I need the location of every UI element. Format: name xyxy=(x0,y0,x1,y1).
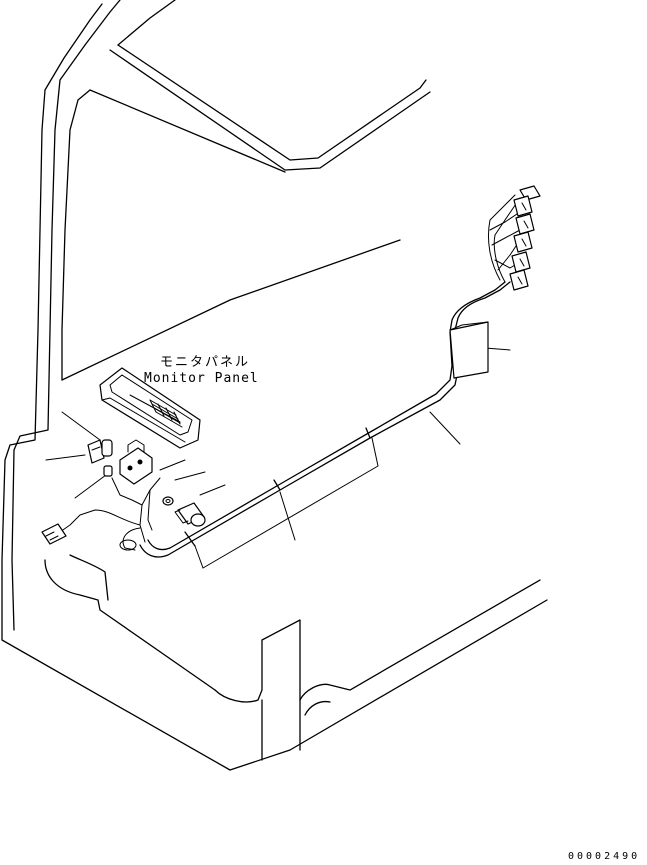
monitor-panel-label-jp: モニタパネル xyxy=(160,355,251,370)
wire-harness xyxy=(59,194,521,569)
monitor-panel-label-en: Monitor Panel xyxy=(144,371,259,386)
monitor-panel-switch-row xyxy=(149,399,183,428)
monitor-panel-illustration xyxy=(99,367,201,449)
cab-frame xyxy=(1,0,548,771)
drawing-number: 00002490 xyxy=(568,851,641,862)
left-plug-connector xyxy=(41,523,67,545)
hardware-parts xyxy=(87,439,206,527)
leader-lines xyxy=(45,347,511,541)
connector-stack xyxy=(509,185,541,291)
